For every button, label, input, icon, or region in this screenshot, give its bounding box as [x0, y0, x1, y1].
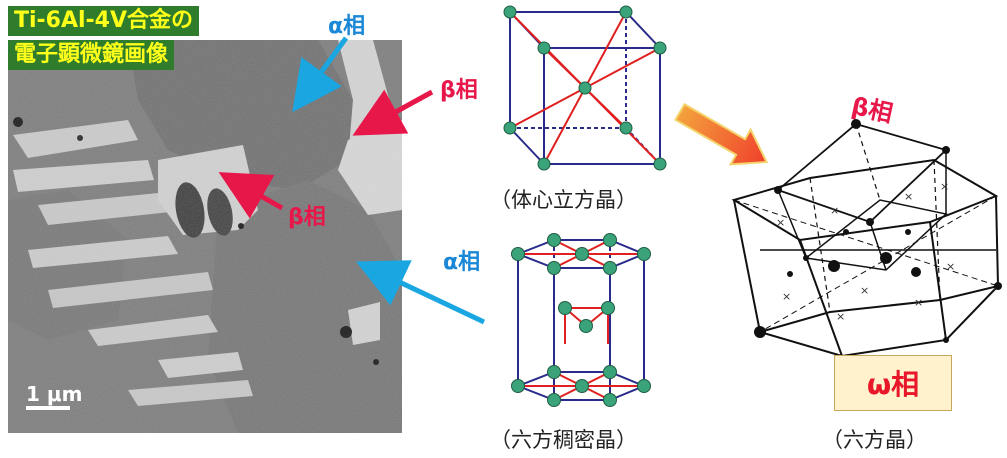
scale-bar [26, 406, 70, 410]
caption-omega-hex: （六方晶） [822, 428, 927, 452]
omega-phase-box: ω相 [834, 355, 952, 411]
omega-atoms [754, 119, 1002, 343]
svg-text:×: × [914, 296, 923, 309]
arrow-beta-right [352, 89, 434, 136]
svg-text:×: × [940, 180, 949, 193]
label-beta-right: β相 [440, 78, 478, 103]
svg-text:×: × [782, 290, 791, 303]
svg-text:×: × [860, 284, 869, 297]
label-alpha-top: α相 [328, 14, 366, 39]
arrow-alpha-top [292, 36, 349, 113]
svg-text:×: × [836, 310, 845, 323]
svg-text:×: × [776, 216, 785, 229]
caption-bcc: （体心立方晶） [490, 188, 637, 212]
transformation-arrow [674, 102, 769, 166]
scale-label: 1 μm [26, 382, 83, 406]
svg-text:×: × [946, 260, 955, 273]
svg-text:×: × [904, 190, 913, 203]
micrograph-title-line1: Ti-6Al-4V合金の [8, 6, 200, 36]
arrow-alpha-bottom [355, 260, 486, 325]
label-beta-mid: β相 [288, 205, 326, 230]
caption-hcp: （六方稠密晶） [490, 428, 637, 452]
arrow-beta-mid [218, 172, 284, 219]
micrograph-title-line2: 電子顕微鏡画像 [8, 40, 175, 70]
label-alpha-bottom: α相 [443, 250, 481, 275]
omega-phase-label: ω相 [866, 368, 920, 401]
svg-text:×: × [830, 204, 839, 217]
